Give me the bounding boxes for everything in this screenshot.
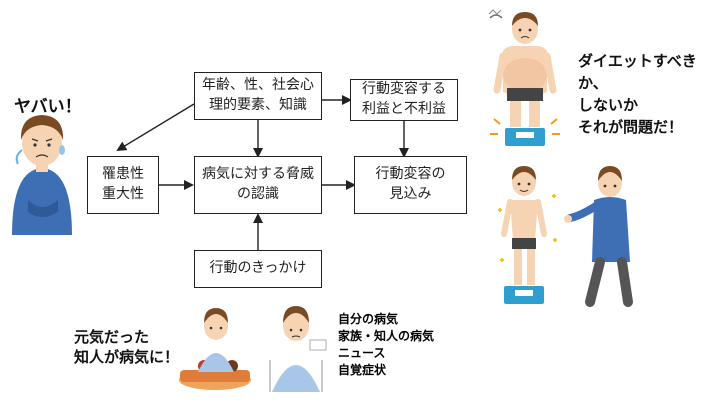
arrow-modifying-to-susceptibility: [116, 103, 195, 152]
arrows: [116, 95, 409, 250]
caption-yabai: ヤバい！: [14, 97, 82, 117]
box-cues-to-action: 行動のきっかけ: [194, 250, 322, 288]
slim-man-illustration: [498, 166, 557, 304]
box-behavior-likelihood: 行動変容の 見込み: [354, 156, 467, 214]
box-susceptibility-severity: 罹患性 重大性: [87, 156, 159, 214]
friends-illustration: [179, 306, 327, 392]
worried-man-illustration: [12, 115, 72, 235]
cue-item: 家族・知人の病気: [338, 329, 435, 343]
caption-friend-sick: 元気だった 知人が病気に！: [74, 328, 180, 366]
caption-diet-question: ダイエットすべきか、 しないか それが問題だ！: [578, 52, 697, 136]
cue-list: 自分の病気 家族・知人の病気 ニュース 自覚症状: [338, 311, 434, 379]
cue-item: 自覚症状: [338, 363, 387, 377]
cue-item: ニュース: [338, 346, 386, 360]
cue-item: 自分の病気: [338, 312, 399, 326]
walking-man-illustration: [564, 166, 633, 307]
box-perceived-threat: 病気に対する脅威 の認識: [194, 156, 322, 214]
box-modifying-factors: 年齢、性、社会心 理的要素、知識: [194, 72, 322, 120]
box-benefits-barriers: 行動変容する 利益と不利益: [350, 79, 458, 121]
overweight-man-illustration: [488, 9, 560, 146]
